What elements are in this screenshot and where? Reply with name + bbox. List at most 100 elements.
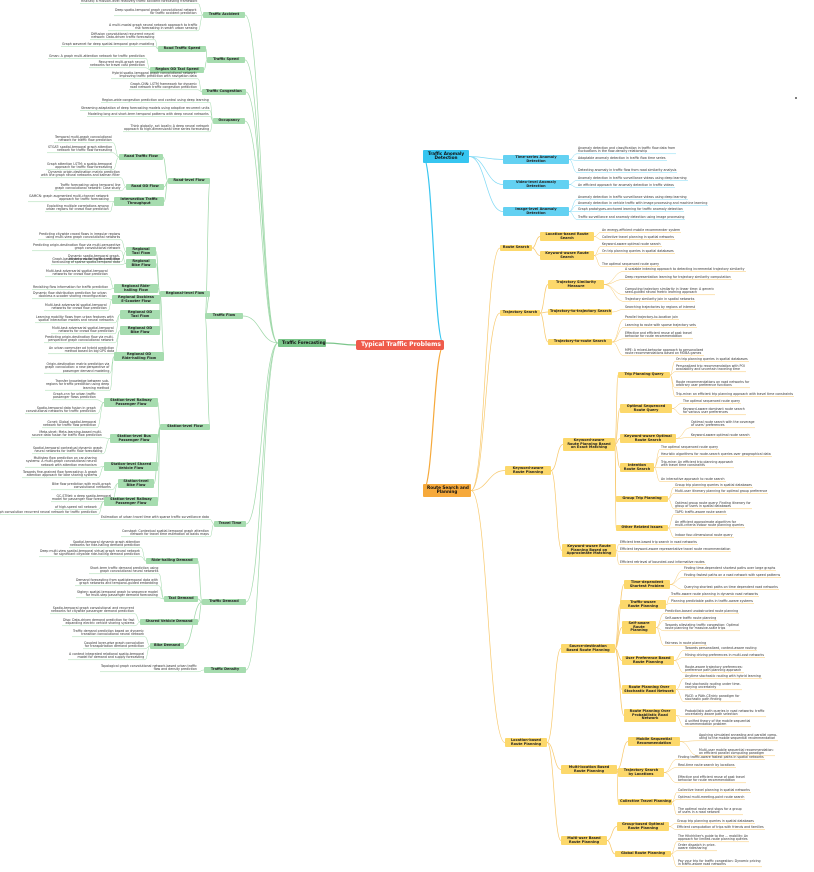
connector-line <box>539 312 549 343</box>
node-right-route-keyword-planning-exact-intention-leaves-3: An interactive approach to route search <box>661 477 725 481</box>
connector-line <box>546 742 562 770</box>
node-right-route-location-planning-multi-user-group-optimal-leaves-1: Efficient computation of trips with frie… <box>677 825 764 829</box>
node-left-forecasting-flow-road-road-traffic-label: Road Traffic Flow <box>119 154 163 160</box>
connector-line <box>655 627 665 632</box>
connector-line <box>112 142 120 158</box>
node-left-forecasting-flow-region-ride-label: Regional Ride-hailing Flow <box>114 284 158 294</box>
connector-line <box>209 523 215 538</box>
node-right-route-keyword-planning-exact-intention-leaves-0: The optimal sequenced route query <box>661 445 719 449</box>
connector-line <box>109 201 115 213</box>
node-right-route-route-search-keyword-leaves-0: Keyword-aware optimal route search <box>602 242 661 246</box>
node-left-forecasting-travel-time-label: Travel Time <box>214 521 246 527</box>
node-right-route-keyword-planning-exact-keyword-optimal-leaves-1: Keyword-aware optimal route search <box>691 433 750 437</box>
node-right-route-location-planning-source-dest-probabilistic-leaves-0: Probabilistic path queries in road netwo… <box>685 709 765 717</box>
connector-line <box>468 156 504 185</box>
node-root: Typical Traffic Problems <box>356 340 444 351</box>
node-left-forecasting-demand-label: Traffic Demand <box>202 599 246 605</box>
connector-line <box>665 603 671 605</box>
connector-line <box>568 159 578 161</box>
node-left-forecasting-demand-taxi-leaves-1: Demand forecasting from spatiotemporal d… <box>76 578 158 586</box>
node-right-route-route-search-location-leaves-1: Collective travel planning in spatial ne… <box>602 235 674 239</box>
connector-line <box>669 570 684 585</box>
node-right-route-location-planning-multi-user-global-leaves-2: Pay your trip for traffic congestion: Dy… <box>678 859 761 867</box>
connector-line <box>568 159 578 173</box>
connector-line <box>157 426 161 502</box>
connector-line <box>593 232 602 237</box>
node-right-route-location-planning-source-dest-time-dependent-leaves-1: Finding fastest paths on a road network … <box>684 573 781 577</box>
connector-line <box>244 59 279 344</box>
connector-line <box>606 826 618 841</box>
node-left-forecasting-flow-station-railway2-leaves-0: of high-speed rail network <box>55 505 97 509</box>
connector-line <box>134 613 141 623</box>
connector-line <box>550 444 564 471</box>
connector-line <box>615 550 620 565</box>
connector-line <box>197 3 204 16</box>
connector-line <box>96 399 105 403</box>
connector-line <box>616 769 619 803</box>
node-right-route-location-planning-source-dest-time-dependent-leaves-2: Querying shortest paths on time dependen… <box>684 585 778 589</box>
connector-line <box>244 120 279 344</box>
node-right-route-location-planning-source-dest-self-aware-leaves-0: Prediction-based unobstructed route plan… <box>665 609 739 613</box>
connector-line <box>568 180 578 185</box>
connector-line <box>204 315 211 428</box>
node-right-route-keyword-planning-approx-leaves-1: Efficient keyword-aware representative t… <box>620 547 731 551</box>
node-left-forecasting-demand-ride-label: Ride-hailing Demand <box>146 558 198 564</box>
connector-line <box>102 437 111 439</box>
connector-line <box>611 338 625 343</box>
connector-line <box>593 255 602 267</box>
connector-line <box>614 648 623 661</box>
node-right-route-keyword-planning-exact-trip-leaves-2: Route recommendations on road networks f… <box>676 380 750 388</box>
connector-line <box>614 584 625 649</box>
node-left-forecasting-travel-time-leaves-0: Estimation of urban travel time with spa… <box>101 515 209 519</box>
connector-line <box>203 59 208 71</box>
node-right-route-keyword-planning-exact-other-leaves-0: TAPS: traffic-aware route search <box>675 510 727 514</box>
connector-line <box>655 620 665 628</box>
node-left-forecasting-flow-region-od-taxi-leaves-0: Learning mobility flows from urban featu… <box>36 315 114 323</box>
connector-line <box>653 456 661 468</box>
node-left-forecasting-demand-ride-leaves-1: Deep multi-view spatial-temporal virtual… <box>40 549 140 557</box>
connector-line <box>671 403 683 409</box>
connector-line <box>197 78 203 93</box>
node-right-route-location-planning-multi-location-collective-leaves-1: Optimal multi-meeting-point route search <box>678 795 745 799</box>
branch-line <box>422 344 445 492</box>
node-left-forecasting-demand-taxi-leaves-0: Short-term traffic demand prediction usi… <box>90 566 159 574</box>
node-right-route-trajectory-similarity-leaves-3: Trajectory similarity join in spatial ne… <box>625 297 695 301</box>
node-right-route-route-search-keyword-leaves-1: On trip planning queries in spatial data… <box>602 249 674 253</box>
connector-line <box>614 408 621 445</box>
connector-line <box>108 288 115 290</box>
connector-line <box>245 91 279 344</box>
node-right-anomaly-image-leaves-3: Traffic surveillance and anomaly detecti… <box>578 215 685 219</box>
connector-line <box>197 89 203 93</box>
connector-line <box>593 236 602 240</box>
connector-line <box>671 801 678 816</box>
connector-line <box>140 547 147 562</box>
node-right-route-location-planning-multi-user-global-label: Global Route Planning <box>615 851 671 857</box>
connector-line <box>603 284 625 302</box>
branch-line <box>325 342 357 346</box>
node-left-forecasting-occupancy-label: Occupancy <box>213 118 245 124</box>
node-right-route-trajectory-label: Trajectory Search <box>500 310 540 316</box>
node-right-route-route-search-location-leaves-0: An energy-efficient mobile recommender s… <box>602 228 681 232</box>
node-left-forecasting-flow-station-shared-leaves-0: Multistep flow prediction on car-sharing… <box>26 456 97 467</box>
node-left-forecasting-demand-bike-leaves-2: A context integrated relational spatio-t… <box>69 652 145 660</box>
node-right-route-location-planning-source-dest-user-pref-leaves-2: Route-aware trajectory preferences:prefe… <box>685 665 743 673</box>
node-right-anomaly-image-leaves-1: Anomaly detection in vehicle traffic wit… <box>578 201 708 205</box>
connector-line <box>157 288 161 295</box>
connector-line <box>568 184 578 188</box>
